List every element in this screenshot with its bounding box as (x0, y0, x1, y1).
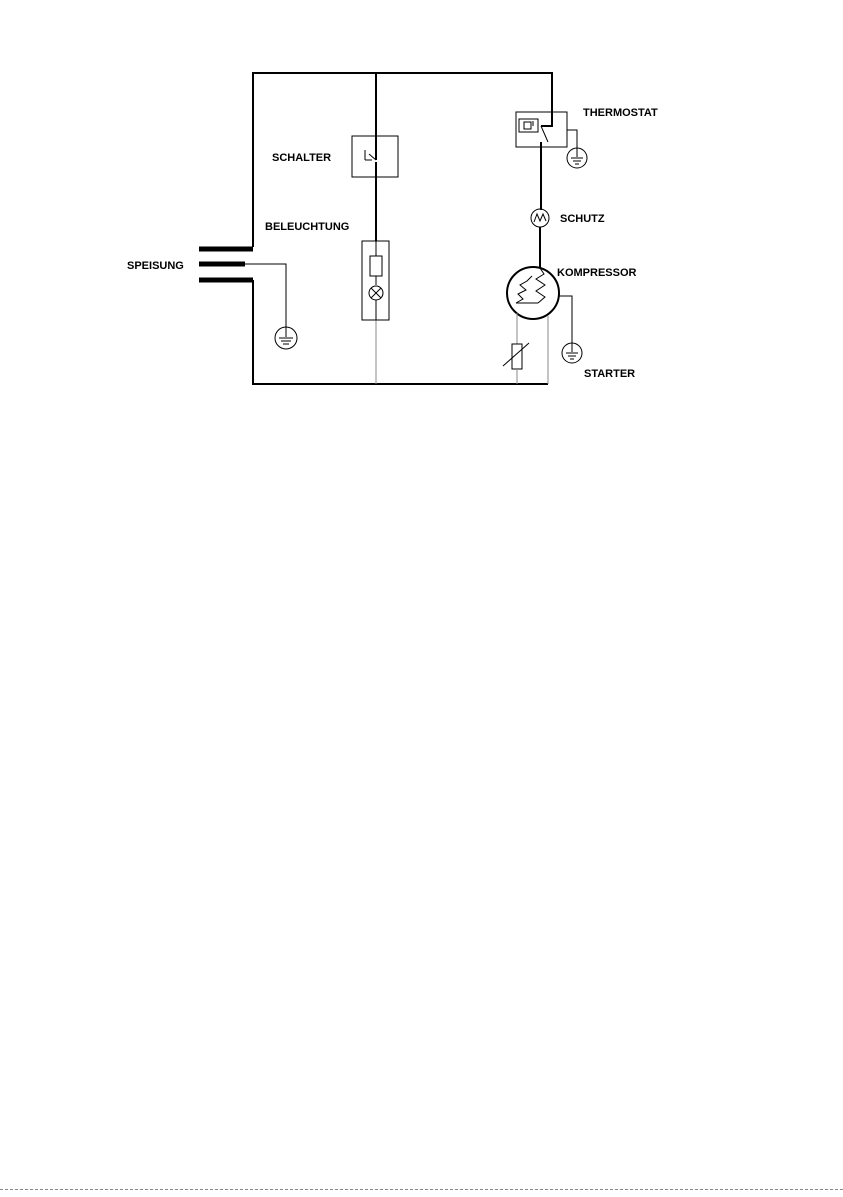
label-protector: SCHUTZ (560, 213, 605, 225)
starter (503, 343, 529, 384)
label-compressor: KOMPRESSOR (557, 267, 637, 279)
compressor-motor-icon (507, 267, 559, 319)
label-starter: STARTER (584, 368, 635, 380)
protector (531, 209, 549, 268)
compressor-winding-aux (516, 276, 532, 303)
switch-contact-icon (369, 154, 376, 160)
label-switch: SCHALTER (272, 152, 331, 164)
thermostat-sensor-icon (519, 119, 538, 132)
compressor-earth-wire (558, 296, 572, 343)
bottom-wire (253, 280, 548, 384)
label-lighting: BELEUCHTUNG (265, 221, 349, 233)
thermostat-earth-wire (567, 130, 577, 148)
label-supply: SPEISUNG (127, 260, 184, 272)
compressor-winding-main (536, 268, 545, 303)
protector-icon (531, 209, 549, 227)
page-bottom-edge (0, 1189, 843, 1190)
supply-earth-wire (245, 264, 286, 327)
thermostat-ground-icon (567, 148, 587, 168)
lamp-bulb-icon (369, 286, 383, 300)
thermostat-contact-icon (541, 126, 548, 142)
lamp-unit (362, 241, 389, 320)
label-thermostat: THERMOSTAT (583, 107, 658, 119)
supply-ground-icon (275, 327, 297, 349)
lamp-resistor-icon (370, 256, 382, 276)
compressor (507, 267, 572, 384)
power-supply (199, 249, 286, 327)
compressor-ground-icon (562, 343, 582, 363)
door-switch (352, 73, 398, 241)
